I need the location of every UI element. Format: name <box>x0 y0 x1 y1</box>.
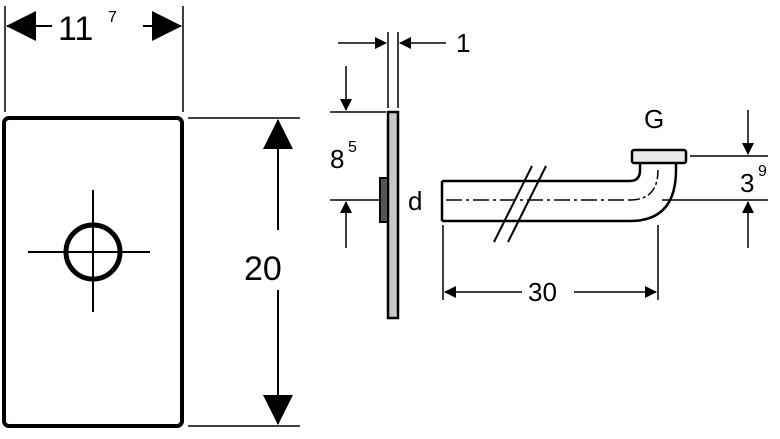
offset-sup-label: 5 <box>348 139 357 156</box>
dim-length: 30 <box>442 225 659 307</box>
length-label: 30 <box>528 277 557 307</box>
crosshair-icon <box>28 190 150 312</box>
side-view <box>379 110 400 320</box>
pipe-centerline-bend <box>629 169 659 201</box>
thread-nut <box>630 148 688 165</box>
dim-width: 11 7 <box>4 6 184 112</box>
pipe-outline <box>440 162 678 223</box>
dim-offset: 8 5 <box>330 66 386 248</box>
front-view <box>2 116 184 428</box>
thickness-label: 1 <box>456 28 470 58</box>
width-label: 11 <box>58 10 93 48</box>
rise-label: 3 <box>740 168 754 198</box>
width-sup-label: 7 <box>108 9 117 26</box>
plate-boss <box>379 177 389 223</box>
height-label: 20 <box>244 250 282 288</box>
dim-height: 20 <box>188 117 300 427</box>
dim-rise: 3 9 <box>662 110 768 248</box>
thread-label: G <box>644 104 664 134</box>
pipe-d-label: d <box>408 186 422 216</box>
pipe-bend: d G <box>408 104 688 243</box>
rise-sup-label: 9 <box>758 163 767 180</box>
break-line-icon <box>493 165 547 243</box>
cover-plate <box>2 116 184 428</box>
plate-section <box>386 110 400 320</box>
dim-thickness: 1 <box>338 28 470 108</box>
offset-label: 8 <box>330 144 344 174</box>
